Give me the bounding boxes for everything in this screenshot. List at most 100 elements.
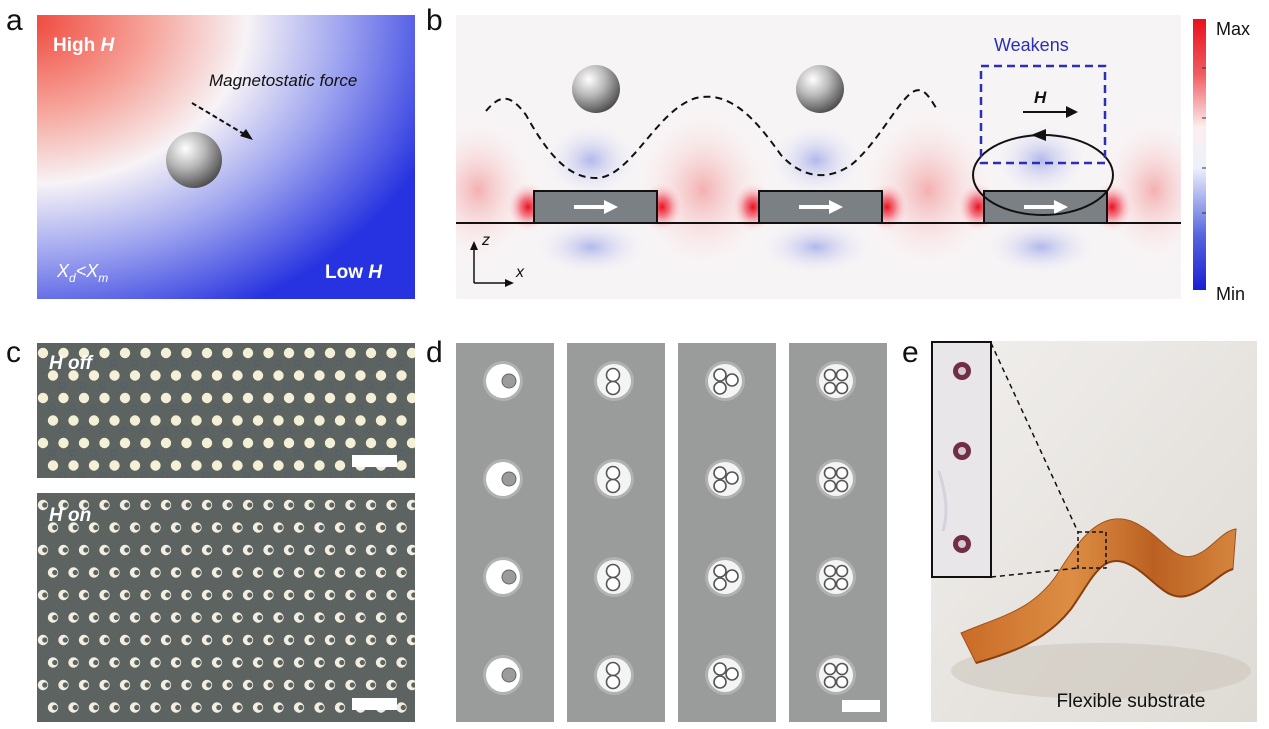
- trap-particle: [160, 347, 172, 359]
- trap-particle: [242, 437, 254, 449]
- trap-particle: [47, 460, 59, 471]
- trap-particle: [242, 347, 254, 359]
- axis-x-label: x: [515, 264, 525, 281]
- low-h-label: Low H: [325, 262, 383, 283]
- trap-particle: [252, 460, 264, 471]
- trap-particle: [345, 392, 356, 404]
- trap-particle: [140, 392, 151, 404]
- trap-particle: [181, 437, 192, 449]
- trap-particle: [232, 415, 243, 426]
- particle-trap: [483, 557, 523, 597]
- scale-bar-d: [842, 700, 880, 712]
- trap-particle: [68, 460, 79, 471]
- trap-particle: [365, 347, 377, 359]
- trap-particle: [58, 437, 69, 449]
- trap-particle: [396, 460, 407, 471]
- trap-particle: [375, 415, 387, 426]
- trap-particle: [252, 370, 264, 381]
- trap-particle: [140, 347, 151, 359]
- trap-particle: [58, 392, 69, 404]
- magnetization-arrow-1: [574, 200, 618, 214]
- trap-particle: [201, 437, 213, 449]
- particle-trap: [816, 459, 856, 499]
- trap-particle: [58, 347, 69, 359]
- trap-particle: [99, 347, 110, 359]
- trap-particle: [263, 437, 274, 449]
- trap-particle: [355, 415, 366, 426]
- scale-bar-c-top: [352, 455, 397, 467]
- trap-particle: [273, 460, 284, 471]
- trap-particle: [150, 370, 161, 381]
- trap-particle: [283, 347, 295, 359]
- trap-particle: [355, 370, 366, 381]
- panel-label-c: c: [6, 336, 21, 369]
- trap-particle: [345, 347, 356, 359]
- scale-bar-c-bottom: [352, 698, 397, 710]
- trap-particle: [283, 392, 295, 404]
- particle-trap: [816, 655, 856, 695]
- colorbar-min-label: Min: [1216, 284, 1245, 303]
- applied-field-arrow: H: [1023, 88, 1078, 118]
- trap-particle: [324, 392, 336, 404]
- trap-particle: [222, 392, 233, 404]
- trap-particle: [314, 460, 325, 471]
- trap-particle: [181, 347, 192, 359]
- panel-label-a: a: [6, 4, 23, 37]
- particle-trap: [594, 655, 634, 695]
- trap-particle: [406, 437, 415, 449]
- trap-particle: [386, 392, 397, 404]
- trap-particle: [109, 370, 120, 381]
- trap-particle: [160, 392, 172, 404]
- susceptibility-condition: Xd<Xm: [56, 261, 108, 285]
- trap-particle: [140, 437, 151, 449]
- trap-particle: [334, 460, 346, 471]
- trap-particle: [314, 370, 325, 381]
- trap-particle: [406, 499, 415, 511]
- trap-particle: [201, 392, 213, 404]
- particle-trap: [705, 361, 745, 401]
- trap-particle: [47, 370, 59, 381]
- particle-trap: [816, 557, 856, 597]
- trap-particle: [88, 460, 100, 471]
- panel-e-photo: Flexible substrate: [931, 341, 1257, 722]
- panel-d-column-4: [789, 343, 887, 722]
- trap-particle: [406, 392, 415, 404]
- trap-particle: [324, 347, 336, 359]
- particle-sphere-2: [796, 65, 844, 113]
- trap-particle: [293, 460, 305, 471]
- trap-particle: [375, 370, 387, 381]
- trap-particle: [99, 437, 110, 449]
- h-off-label: H off: [49, 353, 92, 374]
- particle-trap: [483, 655, 523, 695]
- trap-particle: [99, 392, 110, 404]
- panel-d-column-2: [567, 343, 665, 722]
- particle-trap: [483, 459, 523, 499]
- panel-label-e: e: [902, 336, 919, 369]
- trap-particle: [232, 460, 243, 471]
- force-arrow: [191, 102, 253, 140]
- svg-text:H: H: [1034, 88, 1047, 107]
- trap-particle: [232, 370, 243, 381]
- particle-trap: [705, 655, 745, 695]
- particle-trap: [483, 361, 523, 401]
- trap-particle: [150, 460, 161, 471]
- trap-particle: [109, 415, 120, 426]
- trap-particle: [129, 370, 141, 381]
- h-on-label: H on: [49, 505, 92, 526]
- trap-particle: [252, 415, 264, 426]
- trap-particle: [406, 347, 415, 359]
- particle-trap: [816, 361, 856, 401]
- particle-trap: [594, 459, 634, 499]
- trap-particle: [88, 415, 100, 426]
- panel-c-top-micrograph: H off: [37, 343, 415, 478]
- trap-particle: [191, 460, 202, 471]
- trap-particle: [109, 460, 120, 471]
- trap-particle: [47, 415, 59, 426]
- panel-label-b: b: [426, 4, 443, 37]
- trap-particle: [242, 392, 254, 404]
- zoom-inset: [931, 341, 992, 578]
- magnetostatic-force-label: Magnetostatic force: [209, 71, 357, 90]
- particle-trap: [594, 557, 634, 597]
- trap-particle: [406, 679, 415, 691]
- trap-particle: [406, 544, 415, 556]
